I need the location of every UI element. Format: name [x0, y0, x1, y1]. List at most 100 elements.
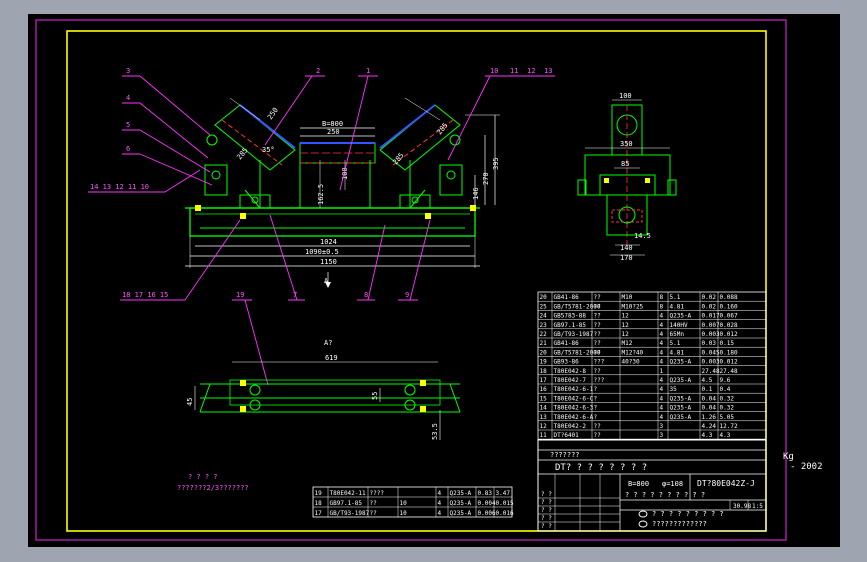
- cad-viewport[interactable]: [28, 14, 840, 547]
- parts-table-cell: 0.1: [702, 386, 713, 393]
- small-table-cell: Q235-A: [450, 510, 472, 517]
- parts-table-cell: 4: [660, 405, 664, 412]
- callout-10-top: 10: [490, 67, 498, 75]
- parts-table-cell: ?: [594, 386, 598, 393]
- note-line-1: ? ? ? ?: [188, 473, 218, 481]
- parts-table-cell: 0.02: [702, 303, 717, 310]
- parts-table-cell: 0.067: [720, 313, 738, 320]
- side-dim-100: 100: [619, 92, 632, 100]
- small-table-cell: GB97.1-85: [330, 500, 363, 507]
- parts-table-cell: 8: [660, 303, 664, 310]
- small-table-cell: 10: [400, 510, 408, 517]
- callout-2: 2: [316, 67, 320, 75]
- parts-table-cell: 4: [660, 386, 664, 393]
- note-line-2: ???????2/3???????: [177, 484, 249, 492]
- small-table-cell: Q235-A: [450, 500, 472, 507]
- parts-table-cell: 1: [660, 368, 664, 375]
- parts-table-cell: 20: [540, 349, 548, 356]
- parts-table-cell: T80E042-6-3: [554, 405, 594, 412]
- main-title: DT? ? ? ? ? ? ? ?: [555, 463, 647, 473]
- parts-table-cell: 0.003: [702, 331, 720, 338]
- small-table-cell: 0.83: [478, 490, 493, 497]
- plan-dim-53-5: 53.5: [431, 423, 439, 440]
- plan-view-label: A?: [324, 339, 332, 347]
- parts-table-cell: 0.04: [702, 395, 717, 402]
- callout-5: 5: [126, 121, 130, 129]
- parts-table-cell: 4.81: [670, 303, 685, 310]
- parts-table-cell: 4: [660, 359, 664, 366]
- parts-table-cell: 5.1: [670, 294, 681, 301]
- parts-table-cell: 0.160: [720, 303, 738, 310]
- parts-table-cell: 4.24: [702, 423, 717, 430]
- callout-4: 4: [126, 94, 130, 102]
- parts-table-cell: ??: [594, 331, 602, 338]
- parts-table-cell: 4.3: [702, 432, 713, 439]
- small-table-cell: ??: [370, 510, 378, 517]
- dim-100: 100: [341, 167, 349, 180]
- small-table-cell: Q235-A: [450, 490, 472, 497]
- small-table-cell: T80E042-11: [330, 490, 367, 497]
- parts-table-cell: M10: [622, 294, 633, 301]
- callout-row-bottom: 18 17 16 15: [122, 291, 168, 299]
- parts-table-cell: ??: [594, 349, 602, 356]
- dim-250-top: 250: [327, 128, 340, 136]
- small-table-cell: 10: [400, 500, 408, 507]
- small-table-frame: [312, 486, 513, 518]
- side-view: [577, 99, 677, 256]
- parts-table-cell: 4: [660, 340, 664, 347]
- parts-table-cell: 12.72: [720, 423, 738, 430]
- parts-table-cell: 4: [660, 414, 664, 421]
- parts-table-cell: 8: [660, 294, 664, 301]
- parts-table-cell: 0.017: [702, 313, 720, 320]
- parts-table-cell: 22: [540, 331, 548, 338]
- callout-12-top: 12: [527, 67, 535, 75]
- parts-table-cell: T80E042-6-C: [554, 395, 594, 402]
- parts-table-cell: GB/T5781-2000: [554, 303, 601, 310]
- outside-label-year: - 2002: [790, 462, 823, 472]
- dim-belt-width: B=800: [322, 120, 343, 128]
- side-dim-350: 350: [620, 140, 633, 148]
- drawing-number: DT?80E042Z-J: [697, 479, 755, 488]
- parts-table-cell: ??: [594, 294, 602, 301]
- small-table-cell: 19: [315, 490, 323, 497]
- parts-table-cell: ??: [594, 313, 602, 320]
- plan-dim-55: 55: [371, 392, 379, 400]
- approval-1: ? ?: [541, 491, 552, 498]
- parts-table-cell: 27.48: [720, 368, 738, 375]
- parts-table-cell: 4: [660, 322, 664, 329]
- parts-table-cell: 4: [660, 395, 664, 402]
- parts-table-cell: 15: [540, 395, 548, 402]
- parts-table-cell: 4: [660, 313, 664, 320]
- parts-table-cell: T80E042-6-1: [554, 386, 594, 393]
- parts-table-cell: 4: [660, 331, 664, 338]
- callout-19: 19: [236, 291, 244, 299]
- parts-table-cell: ???: [594, 359, 605, 366]
- plan-dim-45: 45: [186, 398, 194, 406]
- parts-table-cell: 4.5: [702, 377, 713, 384]
- parts-table-cell: 25: [540, 303, 548, 310]
- parts-table-cell: 23: [540, 322, 548, 329]
- company-line-2: ?????????????: [652, 520, 707, 528]
- company-line-1: ? ? ? ? ? ? ? ? ?: [652, 510, 724, 518]
- parts-table-cell: 0.180: [720, 349, 738, 356]
- spec-diameter: φ=108: [662, 480, 683, 488]
- parts-table-cell: 17: [540, 377, 548, 384]
- parts-table-cell: 12: [622, 322, 630, 329]
- parts-table-cell: GB97.1-85: [554, 322, 587, 329]
- parts-table-cell: 0.012: [720, 359, 738, 366]
- title-block: [537, 439, 767, 532]
- outside-label-kg: Kg: [783, 452, 794, 462]
- parts-table-cell: T80E042-7: [554, 377, 587, 384]
- parts-table-cell: M12: [622, 340, 633, 347]
- small-table-cell: 0.016: [496, 510, 514, 517]
- parts-table-cell: 0.007: [702, 322, 720, 329]
- parts-table-cell: M12?40: [622, 349, 644, 356]
- small-table-cell: 17: [315, 510, 323, 517]
- parts-table-cell: 27.48: [702, 368, 720, 375]
- callout-leaders: [88, 75, 555, 386]
- callout-3: 3: [126, 67, 130, 75]
- side-dim-85: 85: [621, 160, 629, 168]
- parts-table-cell: ?: [594, 395, 598, 402]
- parts-table-cell: 11: [540, 432, 548, 439]
